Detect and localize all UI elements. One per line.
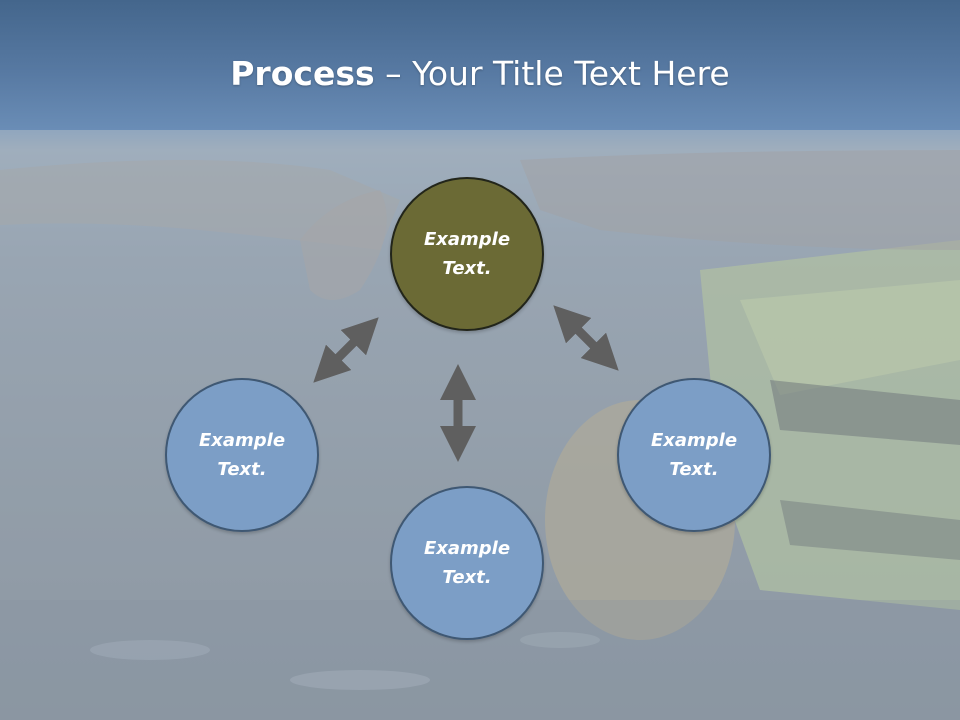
process-node-left[interactable]: Example Text. — [165, 378, 319, 532]
title-bar — [0, 0, 960, 130]
node-center-line1: Example — [423, 229, 511, 250]
node-bottom-text: Example Text. — [407, 534, 527, 592]
process-node-bottom[interactable]: Example Text. — [390, 486, 544, 640]
slide-title: Process – Your Title Text Here — [0, 52, 960, 96]
node-right-line1: Example — [650, 430, 738, 451]
title-rest: – Your Title Text Here — [374, 54, 730, 93]
node-left-text: Example Text. — [182, 426, 302, 484]
arrow-center-left — [313, 317, 379, 383]
node-right-line2: Text. — [669, 459, 719, 480]
title-bold: Process — [230, 54, 375, 93]
node-center-text: Example Text. — [407, 225, 527, 283]
node-left-line1: Example — [198, 430, 286, 451]
node-bottom-line1: Example — [423, 538, 511, 559]
node-left-line2: Text. — [217, 459, 267, 480]
node-right-text: Example Text. — [634, 426, 754, 484]
node-center-line2: Text. — [442, 258, 492, 279]
process-node-right[interactable]: Example Text. — [617, 378, 771, 532]
process-node-center[interactable]: Example Text. — [390, 177, 544, 331]
node-bottom-line2: Text. — [442, 567, 492, 588]
arrow-center-right — [553, 305, 619, 371]
